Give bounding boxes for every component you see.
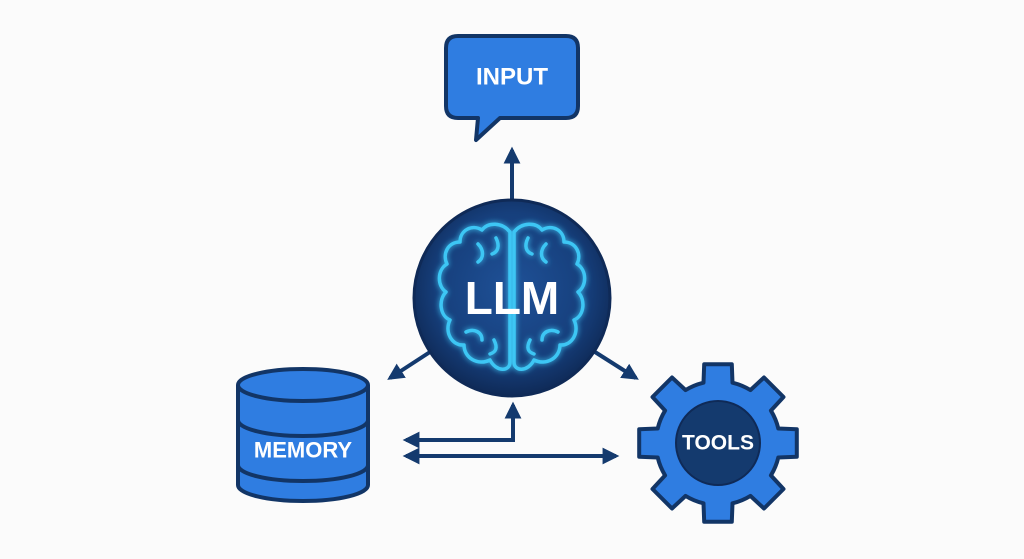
brain-icon xyxy=(437,222,587,371)
node-memory[interactable]: MEMORY xyxy=(236,367,370,503)
speech-bubble-icon xyxy=(444,34,580,142)
node-tools[interactable]: TOOLS xyxy=(637,362,799,524)
node-llm[interactable]: LLM xyxy=(412,198,612,398)
node-input[interactable]: INPUT xyxy=(444,34,580,142)
memory-label: MEMORY xyxy=(254,438,353,463)
edges xyxy=(387,146,639,465)
tools-core-circle xyxy=(675,400,761,486)
edge-memory-to-llm xyxy=(402,401,522,449)
database-icon xyxy=(236,367,370,503)
edge-llm-to-memory xyxy=(387,350,432,380)
llm-label: LLM xyxy=(465,272,560,324)
edge-llm-to-tools xyxy=(593,350,639,380)
input-label: INPUT xyxy=(476,64,548,91)
tools-label: TOOLS xyxy=(682,432,754,455)
